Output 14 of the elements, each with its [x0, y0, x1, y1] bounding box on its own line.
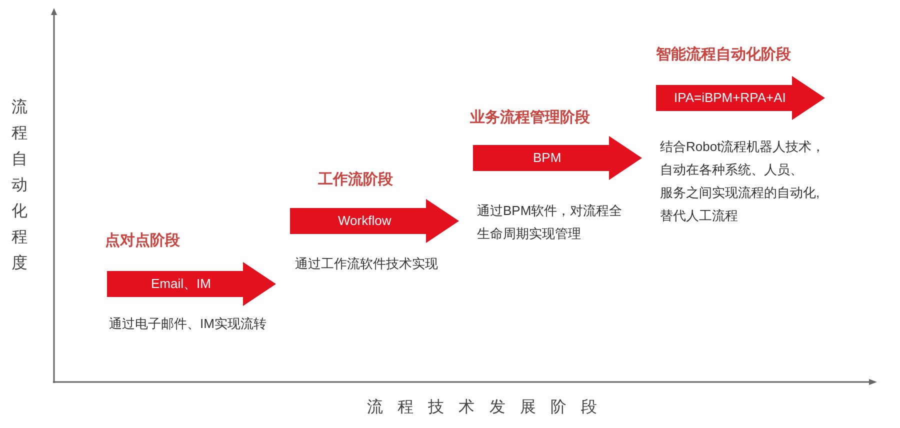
axis-title: 流程自动化程度: [11, 98, 28, 274]
stage-title: 智能流程自动化阶段: [656, 45, 791, 65]
stage-title: 业务流程管理阶段: [470, 108, 590, 128]
stage-description: 结合Robot流程机器人技术，自动在各种系统、人员、服务之间实现流程的自动化,替代人工流程: [660, 138, 826, 225]
stage-title: 工作流阶段: [318, 170, 393, 190]
axis-title: 流程技术发展阶段: [367, 398, 597, 418]
stage-label: IPA=iBPM+RPA+AI: [674, 89, 786, 107]
stage-label: Workflow: [338, 212, 392, 230]
stage-label: BPM: [533, 149, 562, 167]
stage-label: Email、IM: [151, 275, 211, 293]
stage-description: 通过电子邮件、IM实现流转: [109, 315, 266, 333]
stage-description: 通过BPM软件，对流程全生命周期实现管理: [477, 202, 624, 243]
stage-title: 点对点阶段: [105, 231, 180, 251]
stage-description: 通过工作流软件技术实现: [295, 255, 438, 273]
